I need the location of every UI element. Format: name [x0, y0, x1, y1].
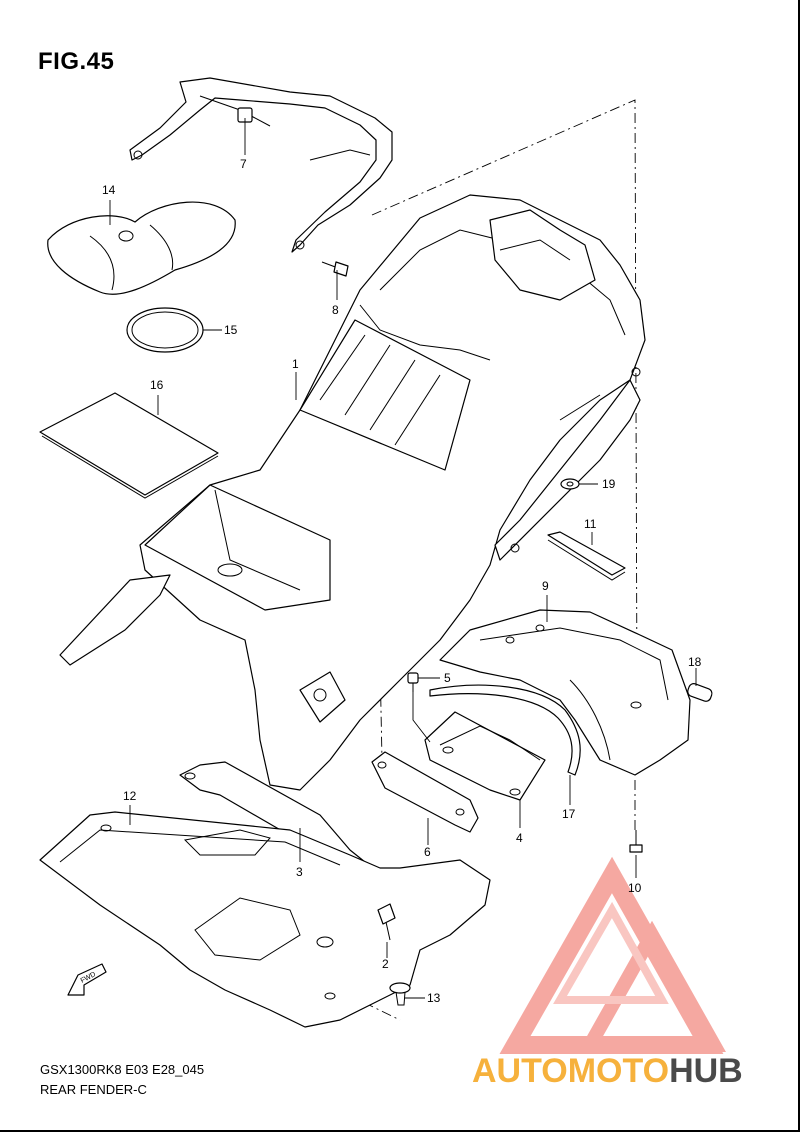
- callout-19: 19: [602, 477, 616, 491]
- callout-numbers: 1 2 3 5 6 7 8 9 10 11 12 13 14 15 16 17 …: [102, 157, 702, 1005]
- callout-1: 1: [292, 357, 299, 371]
- part-17-trim-strip[interactable]: [429, 684, 581, 776]
- callout-5: 5: [444, 671, 451, 685]
- callout-leaders: [109, 118, 697, 999]
- watermark-text-part-a: AUTOMOTO: [472, 1052, 669, 1090]
- part-6-stay[interactable]: [371, 751, 479, 833]
- part-1-rear-fender[interactable]: [59, 194, 646, 791]
- part-11-pad[interactable]: [547, 531, 626, 576]
- part-2-bolt[interactable]: [377, 903, 396, 941]
- part-10-bolt[interactable]: [629, 830, 643, 853]
- callout-14: 14: [102, 183, 116, 197]
- figure-title: FIG.45: [38, 48, 115, 75]
- callout-11: 11: [584, 517, 597, 531]
- section-name: REAR FENDER-C: [40, 1082, 147, 1097]
- part-12-under-tray[interactable]: [39, 811, 491, 1028]
- part-14-seat-cover[interactable]: [47, 201, 236, 295]
- fwd-arrow: FWD: [67, 963, 107, 996]
- watermark-logo-mark: [499, 856, 726, 1054]
- part-16-label-sheet[interactable]: [39, 392, 219, 496]
- part-9-bracket-cover[interactable]: [439, 609, 691, 776]
- part-19-washer[interactable]: [560, 478, 580, 490]
- callout-9: 9: [542, 579, 549, 593]
- callout-17: 17: [562, 807, 576, 821]
- watermark-text-part-b: HUB: [669, 1052, 743, 1090]
- callout-15: 15: [224, 323, 238, 337]
- frame-bottom-border: [0, 1130, 800, 1132]
- part-8-bolt[interactable]: [321, 261, 349, 277]
- part-15-o-ring[interactable]: [126, 307, 204, 353]
- alignment-line-a: [371, 99, 638, 701]
- callout-13: 13: [427, 991, 441, 1005]
- callout-7: 7: [240, 157, 247, 171]
- part-13-clip[interactable]: [389, 982, 411, 1006]
- part-5-screw[interactable]: [407, 672, 419, 692]
- callout-6: 6: [424, 845, 431, 859]
- callout-3: 3: [296, 865, 303, 879]
- frame-right-border: [798, 0, 800, 1132]
- callout-8: 8: [332, 303, 339, 317]
- part-18-lamp[interactable]: [686, 682, 713, 702]
- callout-10: 10: [628, 881, 642, 895]
- callout-12: 12: [123, 789, 137, 803]
- callout-4: 4: [516, 831, 523, 845]
- callout-2: 2: [382, 957, 389, 971]
- model-code: GSX1300RK8 E03 E28_045: [40, 1062, 205, 1077]
- part-7-grab-rail[interactable]: [129, 77, 393, 253]
- callout-18: 18: [688, 655, 702, 669]
- callout-16: 16: [150, 378, 164, 392]
- watermark-text: AUTOMOTOHUB: [472, 1052, 743, 1090]
